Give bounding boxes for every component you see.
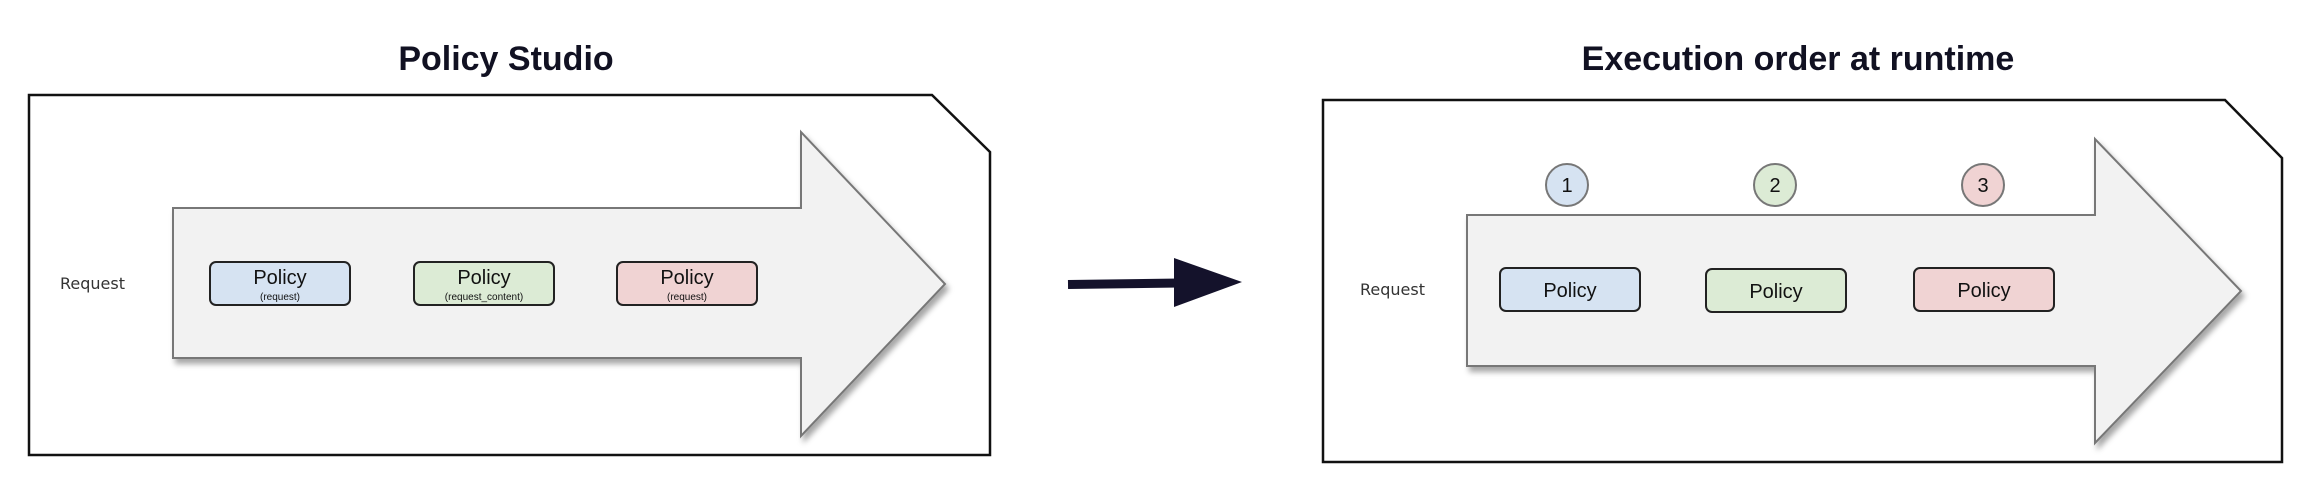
transition-arrow-shaft [1067, 278, 1181, 289]
right-title: Execution order at runtime [1582, 40, 2015, 78]
step-3-number: 3 [1977, 175, 1988, 197]
step-1-policy-label: Policy [1543, 280, 1596, 302]
step-3: 3 Policy [1913, 163, 2055, 312]
step-1-policy-box [1499, 267, 1641, 312]
step-3-policy-label: Policy [1957, 280, 2010, 302]
step-3-badge [1961, 163, 2005, 207]
left-policy-1: Policy (request) [209, 261, 351, 306]
right-request-label: Request [1360, 280, 1425, 299]
left-policy-1-box [209, 261, 351, 306]
left-policy-1-sublabel: (request) [260, 292, 300, 303]
transition-arrow [1067, 258, 1242, 307]
left-flow-arrow [172, 129, 947, 439]
step-2: 2 Policy [1705, 163, 1847, 313]
left-policy-2-label: Policy [457, 267, 510, 289]
left-policy-2: Policy (request_content) [413, 261, 555, 306]
step-1: 1 Policy [1499, 163, 1641, 312]
step-3-policy-box [1913, 267, 2055, 312]
left-policy-3-box [616, 261, 758, 306]
left-policy-3: Policy (request) [616, 261, 758, 306]
left-policy-3-sublabel: (request) [667, 292, 707, 303]
right-flow-arrow [1466, 136, 2243, 446]
left-policy-3-label: Policy [660, 267, 713, 289]
step-1-badge [1545, 163, 1589, 207]
left-policy-2-sublabel: (request_content) [445, 292, 523, 303]
step-2-number: 2 [1769, 175, 1780, 197]
left-policy-2-box [413, 261, 555, 306]
step-2-policy-label: Policy [1749, 281, 1802, 303]
left-policy-1-label: Policy [253, 267, 306, 289]
transition-arrow-head [1174, 258, 1242, 307]
step-1-number: 1 [1561, 175, 1572, 197]
step-2-badge [1753, 163, 1797, 207]
step-2-policy-box [1705, 268, 1847, 313]
left-title: Policy Studio [398, 40, 613, 78]
left-request-label: Request [60, 274, 125, 293]
